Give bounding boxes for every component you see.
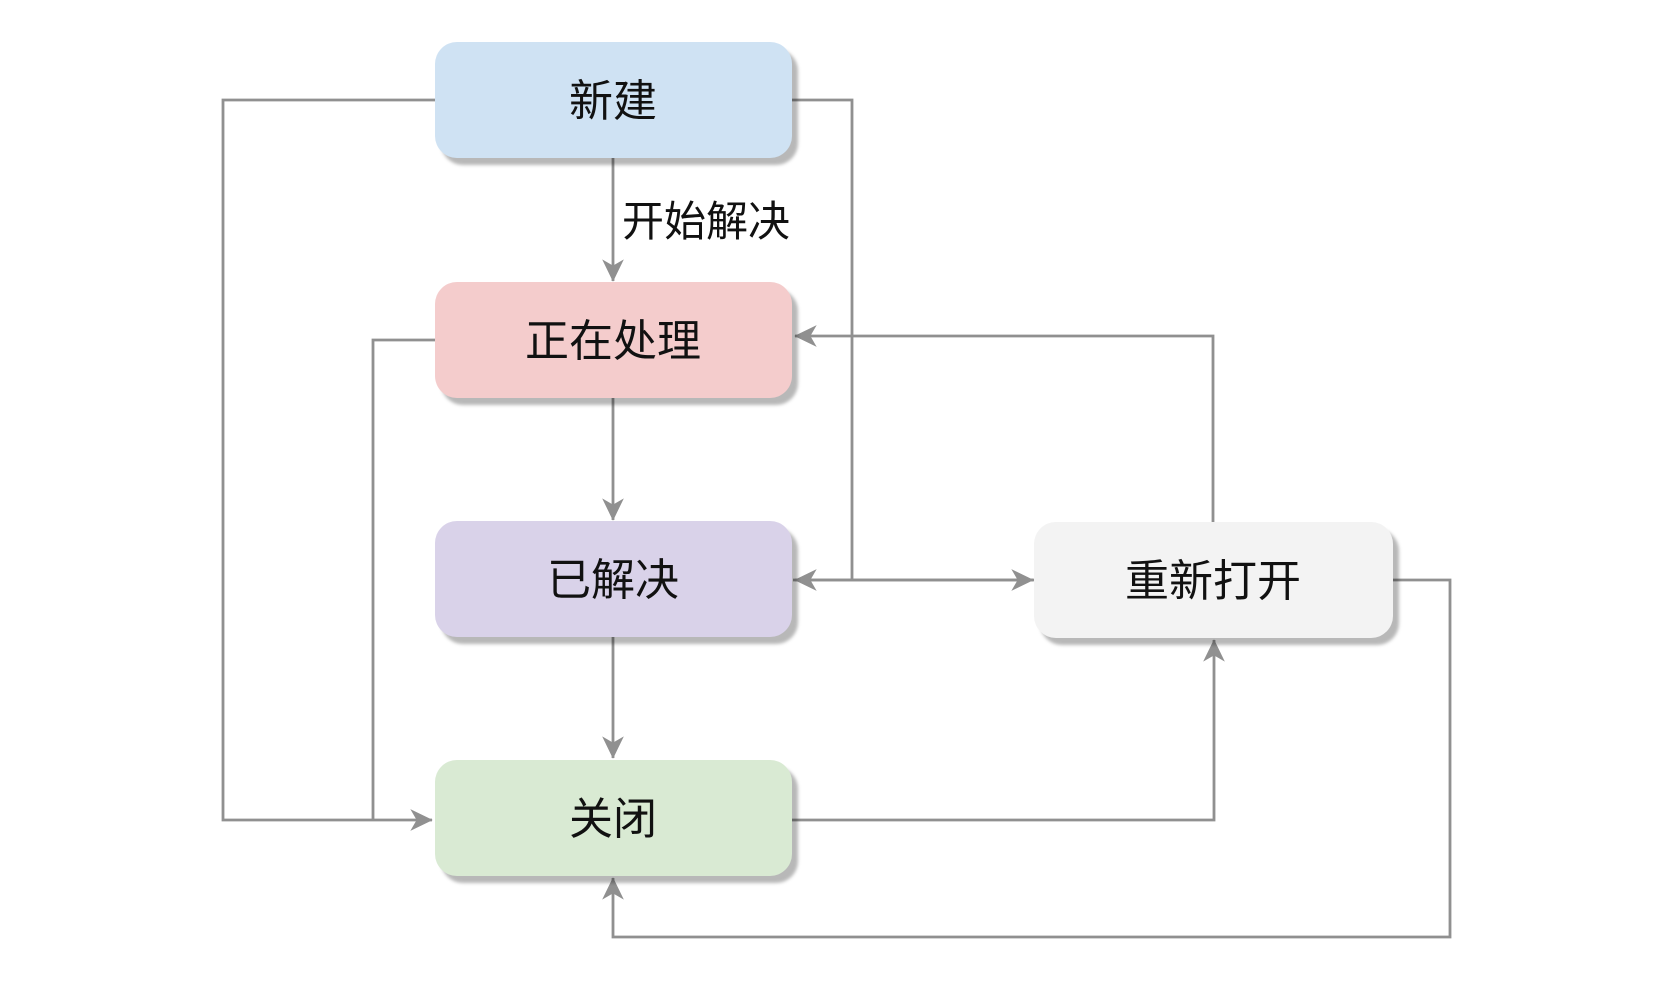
edge-reopened-to-inprogress — [794, 325, 1215, 522]
node-resolved-box — [435, 521, 792, 637]
node-new-box — [435, 42, 792, 158]
node-resolved: 已解决 — [435, 521, 792, 637]
node-inprogress: 正在处理 — [435, 282, 792, 398]
node-reopened: 重新打开 — [1034, 522, 1393, 638]
edge-closed-to-reopened — [792, 639, 1225, 822]
edge-new-to-closed — [221, 98, 435, 831]
node-resolved-label: 已解决 — [547, 556, 679, 605]
edge-label-start-resolve: 开始解决 — [622, 198, 790, 245]
node-inprogress-label: 正在处理 — [525, 317, 701, 366]
node-inprogress-box — [435, 282, 792, 398]
edge-reopened-to-closed — [602, 578, 1452, 939]
node-closed: 关闭 — [435, 760, 792, 876]
node-reopened-label: 重新打开 — [1125, 557, 1301, 606]
node-new-label: 新建 — [569, 77, 657, 126]
edge-new-to-resolved — [792, 98, 854, 580]
node-reopened-box — [1034, 522, 1393, 638]
edges-layer — [221, 98, 1452, 939]
node-new: 新建 — [435, 42, 792, 158]
edge-inprogress-to-closed — [371, 338, 435, 820]
node-closed-box — [435, 760, 792, 876]
nodes-layer: 新建 正在处理 已解决 关闭 重新打开 — [435, 42, 1393, 876]
node-closed-label: 关闭 — [569, 795, 657, 844]
